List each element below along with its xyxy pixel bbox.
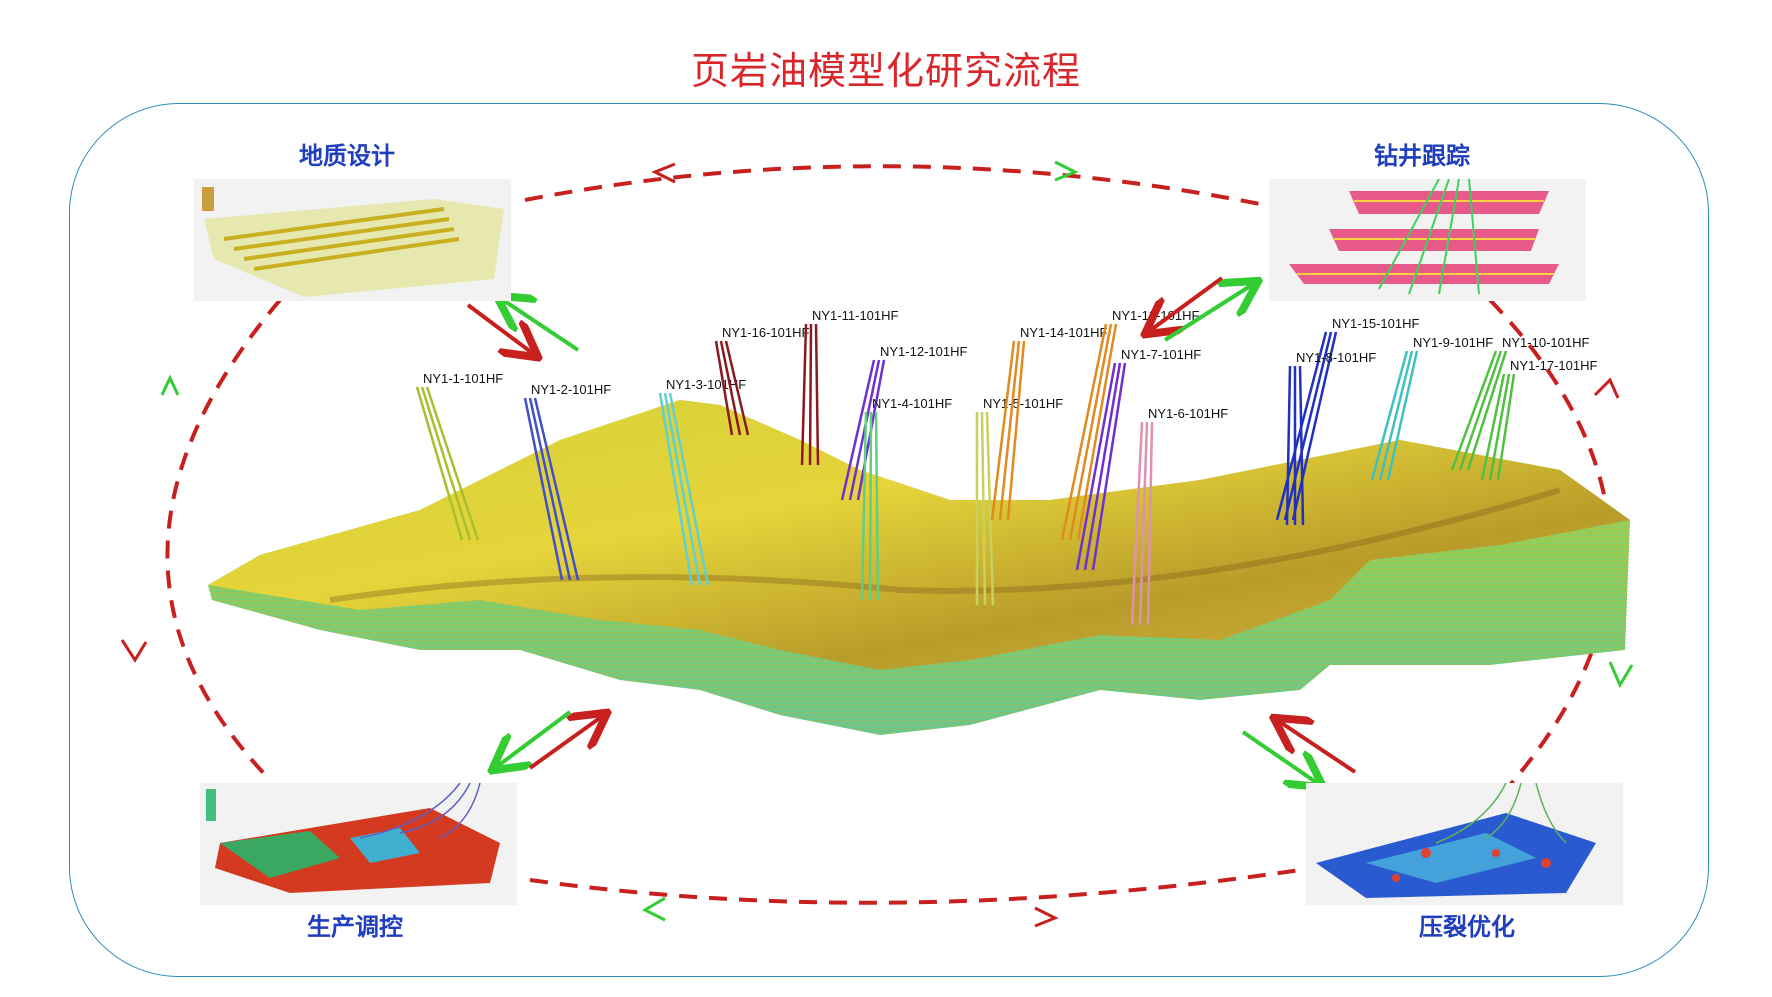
well-trajectory <box>840 359 876 501</box>
well-trajectory <box>1091 362 1127 571</box>
well-trajectory <box>1298 365 1305 526</box>
well-trajectory <box>1386 350 1419 481</box>
geology-model-image <box>202 187 504 297</box>
well-trajectory <box>1146 421 1154 626</box>
well-trajectory <box>668 392 710 586</box>
wells-group: NY1-1-101HF NY1-2-101HF NY1-3-101HF NY1-16-… <box>415 308 1597 626</box>
process-frame <box>69 103 1709 977</box>
well-trajectory <box>1006 340 1026 521</box>
well-trajectory <box>719 340 742 436</box>
well-trajectory <box>1138 421 1149 626</box>
well-trajectory <box>1291 331 1338 521</box>
well-label: NY1-6-101HF <box>1148 406 1228 421</box>
well-label: NY1-10-101HF <box>1502 335 1589 350</box>
production-model-image <box>206 783 500 893</box>
well-trajectory <box>724 340 750 436</box>
well-trajectory <box>1480 373 1506 481</box>
well-label: NY1-5-101HF <box>983 396 1063 411</box>
well-trajectory <box>663 392 702 586</box>
stage-label-fracturing-optimization: 压裂优化 <box>1419 913 1515 941</box>
well-trajectory <box>528 397 572 581</box>
well-trajectory <box>1083 362 1122 571</box>
fracturing-model-image <box>1316 783 1596 898</box>
fracturing-optimization-inset <box>1306 783 1623 905</box>
well-trajectory <box>1060 323 1108 541</box>
well-label: NY1-9-101HF <box>1413 335 1493 350</box>
well-trajectory <box>800 323 808 466</box>
well-trajectory <box>1378 350 1414 481</box>
stage-label-geology-design: 地质设计 <box>299 142 395 170</box>
loop-arrowheads <box>120 160 1634 928</box>
well-trajectory <box>1076 323 1118 541</box>
stage-label-drilling-tracking: 钻井跟踪 <box>1374 142 1470 170</box>
well-trajectory <box>1283 331 1333 521</box>
well-label: NY1-11-101HF <box>812 308 899 323</box>
well-label: NY1-2-101HF <box>531 382 611 397</box>
well-trajectory <box>1488 373 1511 481</box>
well-trajectory <box>990 340 1016 521</box>
well-trajectory <box>860 411 868 601</box>
production-control-inset <box>200 783 517 905</box>
well-trajectory <box>1370 350 1409 481</box>
well-trajectory <box>533 397 580 581</box>
drilling-tracking-inset <box>1269 179 1586 301</box>
well-trajectory <box>985 411 995 606</box>
well-trajectory <box>1285 365 1292 526</box>
well-trajectory <box>420 386 472 541</box>
well-trajectory <box>980 411 987 606</box>
well-trajectory <box>808 323 813 466</box>
well-trajectory <box>1075 362 1117 571</box>
well-label: NY1-16-101HF <box>722 325 809 340</box>
well-trajectory <box>1466 350 1508 471</box>
well-trajectory <box>1130 421 1144 626</box>
well-trajectory <box>998 340 1021 521</box>
well-trajectory <box>1068 323 1113 541</box>
well-trajectory <box>714 340 734 436</box>
well-label: NY1-15-101HF <box>1332 316 1419 331</box>
well-trajectory <box>1496 373 1516 481</box>
well-trajectory <box>658 392 694 586</box>
well-trajectory <box>425 386 480 541</box>
exchange-arrows <box>466 276 1357 785</box>
well-label: NY1-4-101HF <box>872 396 952 411</box>
well-label: NY1-12-101HF <box>880 344 967 359</box>
well-trajectory <box>874 411 880 601</box>
well-trajectory <box>1458 350 1503 471</box>
well-label: NY1-14-101HF <box>1020 325 1107 340</box>
well-label: NY1-17-101HF <box>1510 358 1597 373</box>
well-label: NY1-3-101HF <box>666 377 746 392</box>
well-trajectory <box>415 386 464 541</box>
stage-label-production-control: 生产调控 <box>307 913 403 941</box>
well-trajectory <box>1450 350 1498 471</box>
well-label: NY1-7-101HF <box>1121 347 1201 362</box>
well-label: NY1-13-101HF <box>1112 308 1199 323</box>
reservoir-3d-model <box>208 400 1630 735</box>
page-title: 页岩油模型化研究流程 <box>690 49 1081 93</box>
well-trajectory <box>523 397 564 581</box>
well-trajectory <box>814 323 820 466</box>
well-label: NY1-1-101HF <box>423 371 503 386</box>
geology-design-inset <box>194 179 511 301</box>
drilling-model-image <box>1289 179 1559 295</box>
well-label: NY1-8-101HF <box>1296 350 1376 365</box>
well-trajectory <box>868 411 873 601</box>
